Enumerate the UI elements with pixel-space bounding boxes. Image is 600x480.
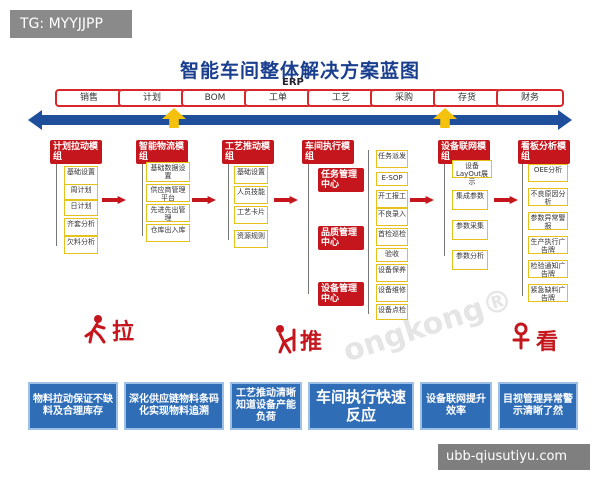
sub-item: 工艺卡片 bbox=[234, 206, 268, 224]
erp-label: ERP bbox=[282, 77, 304, 88]
flow-arrow-icon bbox=[494, 196, 518, 204]
up-arrow-icon bbox=[162, 108, 186, 128]
connector bbox=[368, 150, 369, 314]
flow-arrow-icon bbox=[192, 196, 216, 204]
summary-box: 车间执行快速反应 bbox=[308, 382, 414, 430]
sub-item: 周计划 bbox=[64, 184, 98, 200]
center-task-management: 任务管理中心 bbox=[318, 168, 364, 192]
sub-item: 仓库出入库 bbox=[146, 224, 190, 242]
sub-item: 基础设置 bbox=[234, 166, 268, 184]
erp-item-sales: 销售 bbox=[55, 89, 123, 107]
erp-item-work-order: 工单 bbox=[244, 89, 312, 107]
erp-item-purchase: 采购 bbox=[370, 89, 438, 107]
arrow-right-icon bbox=[558, 110, 572, 130]
sub-item: 基础数据设置 bbox=[146, 162, 190, 182]
label-pull: 拉 bbox=[112, 320, 135, 345]
erp-item-plan: 计划 bbox=[118, 89, 186, 107]
module-plan-pull: 计划拉动模组 bbox=[50, 140, 102, 164]
sub-item: 参数采集 bbox=[452, 220, 488, 240]
running-person-icon bbox=[84, 315, 106, 344]
center-quality-management: 品质管理中心 bbox=[318, 226, 364, 250]
pushing-person-icon bbox=[276, 325, 296, 354]
watermark-tag-bottom-right: ubb-qiusutiyu.com bbox=[438, 444, 590, 470]
sub-item: 任务派发 bbox=[376, 150, 408, 168]
module-process-push: 工艺推动模组 bbox=[222, 140, 274, 164]
watermark-logo-text: ongkong® bbox=[338, 281, 518, 370]
flow-arrow-icon bbox=[102, 196, 126, 204]
sub-item: 欠料分析 bbox=[64, 236, 98, 254]
erp-item-bom: BOM bbox=[181, 89, 249, 107]
connector bbox=[228, 164, 229, 240]
sub-item: 设备保养 bbox=[376, 264, 408, 282]
summary-box: 目视管理异常警示清晰了然 bbox=[498, 382, 578, 430]
connector bbox=[142, 164, 143, 236]
summary-box: 物料拉动保证不缺料及合理库存 bbox=[28, 382, 118, 430]
sub-item: 基础设置 bbox=[64, 166, 98, 186]
sub-item: 设备维修 bbox=[376, 284, 408, 302]
sub-item: 检验通知广告牌 bbox=[528, 260, 568, 278]
connector bbox=[308, 164, 309, 294]
watching-person-icon bbox=[512, 322, 530, 350]
sub-item: OEE分析 bbox=[528, 164, 568, 182]
sub-item: 验收 bbox=[376, 248, 408, 262]
summary-box: 深化供应链物料条码化实现物料追溯 bbox=[124, 382, 224, 430]
sub-item: 资源规则 bbox=[234, 230, 268, 248]
erp-item-process: 工艺 bbox=[307, 89, 375, 107]
sub-item: 先进先出管理 bbox=[146, 204, 190, 222]
sub-item: 不良原因分析 bbox=[528, 188, 568, 206]
sub-item: 参数异常警报 bbox=[528, 212, 568, 230]
sub-item: 集成参数 bbox=[452, 190, 488, 210]
flow-arrow-icon bbox=[410, 196, 434, 204]
center-equipment-management: 设备管理中心 bbox=[318, 282, 364, 306]
erp-item-inventory: 存货 bbox=[433, 89, 501, 107]
module-smart-logistics: 智能物流模组 bbox=[136, 140, 188, 164]
sub-item: 人员技能 bbox=[234, 186, 268, 204]
sub-item: 生产执行广告牌 bbox=[528, 236, 568, 254]
sub-item: 设备点检 bbox=[376, 304, 408, 320]
module-workshop-execution: 车间执行模组 bbox=[302, 140, 354, 164]
connector bbox=[444, 164, 445, 256]
sub-item: 参数分析 bbox=[452, 250, 488, 270]
connector bbox=[56, 164, 57, 246]
sub-item: 供应商管理平台 bbox=[146, 184, 190, 202]
sub-item: 设备LayOut展示 bbox=[452, 160, 492, 186]
sub-item: E-SOP bbox=[376, 172, 408, 186]
up-arrow-icon bbox=[433, 108, 457, 128]
label-push: 推 bbox=[300, 330, 323, 355]
diagram-title: 智能车间整体解决方案蓝图 bbox=[179, 60, 420, 82]
sub-item: 齐套分析 bbox=[64, 218, 98, 236]
sub-item: 日计划 bbox=[64, 200, 98, 216]
watermark-tag-top-left: TG: MYYJJPP bbox=[10, 10, 132, 38]
sub-item: 不良录入 bbox=[376, 208, 408, 226]
flow-arrow-icon bbox=[274, 196, 298, 204]
erp-item-finance: 财务 bbox=[496, 89, 564, 107]
module-dashboard-analysis: 看板分析模组 bbox=[518, 140, 570, 164]
summary-box: 设备联网提升效率 bbox=[420, 382, 492, 430]
sub-item: 开工报工 bbox=[376, 190, 408, 208]
summary-box: 工艺推动清晰知道设备产能负荷 bbox=[230, 382, 302, 430]
sub-item: 紧急缺料广告牌 bbox=[528, 284, 568, 302]
connector bbox=[522, 164, 523, 296]
arrow-left-icon bbox=[28, 110, 42, 130]
sub-item: 首检巡检 bbox=[376, 228, 408, 246]
erp-double-arrow-bar bbox=[40, 115, 560, 125]
label-watch: 看 bbox=[536, 330, 559, 355]
